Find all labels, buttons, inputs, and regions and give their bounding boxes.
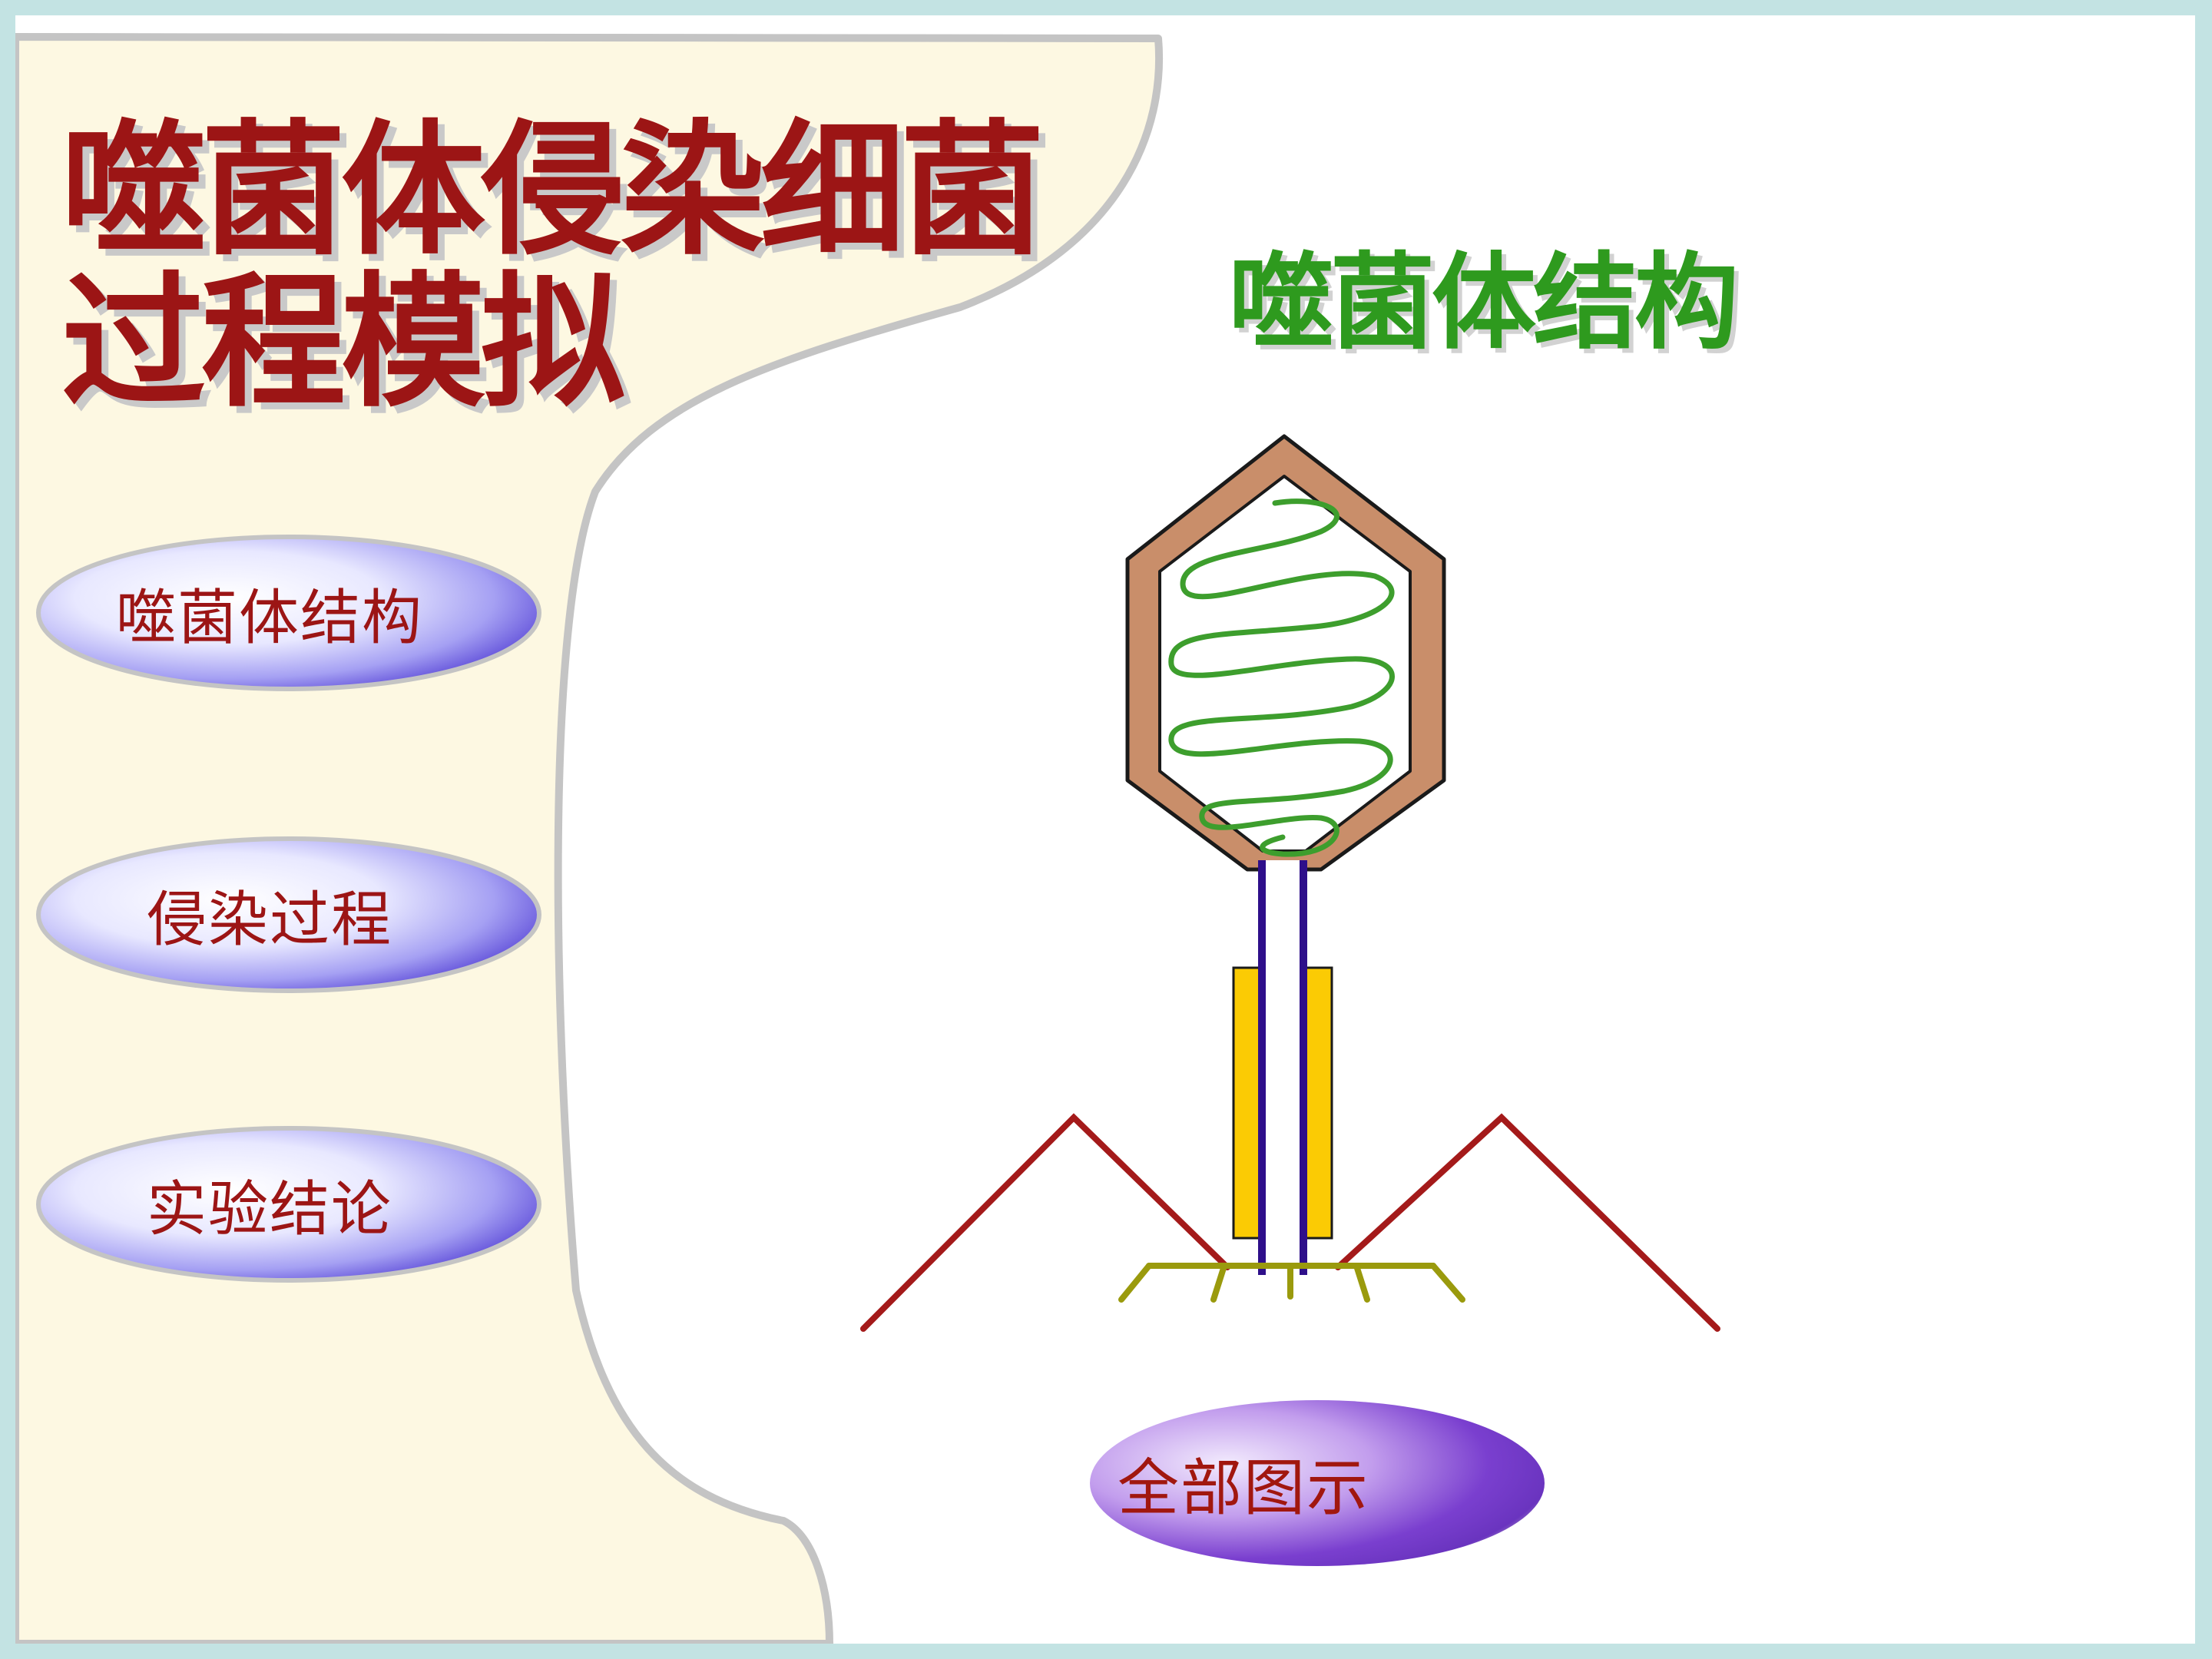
phage-diagram (860, 434, 1720, 1332)
nav-button-phage-structure[interactable]: 噬菌体结构 (35, 534, 542, 692)
tail-fiber-left (860, 1113, 1230, 1332)
tail-fiber-right (1335, 1113, 1720, 1332)
slide: 噬菌体侵染细菌过程模拟 噬菌体结构 噬菌体结构 侵染过程 实验结论 全部图示 (15, 15, 2195, 1644)
dna-strand (1168, 498, 1395, 857)
show-all-diagrams-button[interactable]: 全部图示 (1087, 1394, 1548, 1572)
button-ellipse (1090, 1400, 1545, 1566)
button-ellipse (36, 535, 541, 691)
nav-button-infection-process[interactable]: 侵染过程 (35, 836, 542, 994)
page-title: 噬菌体侵染细菌过程模拟 (61, 107, 1045, 427)
button-ellipse (36, 1126, 541, 1283)
section-title: 噬菌体结构 (1229, 243, 1739, 364)
nav-button-label: 噬菌体结构 (115, 584, 423, 653)
base-plate (1118, 1263, 1465, 1303)
nav-button-label: 实验结论 (146, 1175, 392, 1244)
button-ellipse (36, 836, 541, 993)
tail-tube (1266, 860, 1300, 1275)
nav-button-experiment-conclusion[interactable]: 实验结论 (35, 1125, 542, 1283)
show-all-label: 全部图示 (1118, 1452, 1369, 1524)
nav-button-label: 侵染过程 (146, 886, 392, 955)
